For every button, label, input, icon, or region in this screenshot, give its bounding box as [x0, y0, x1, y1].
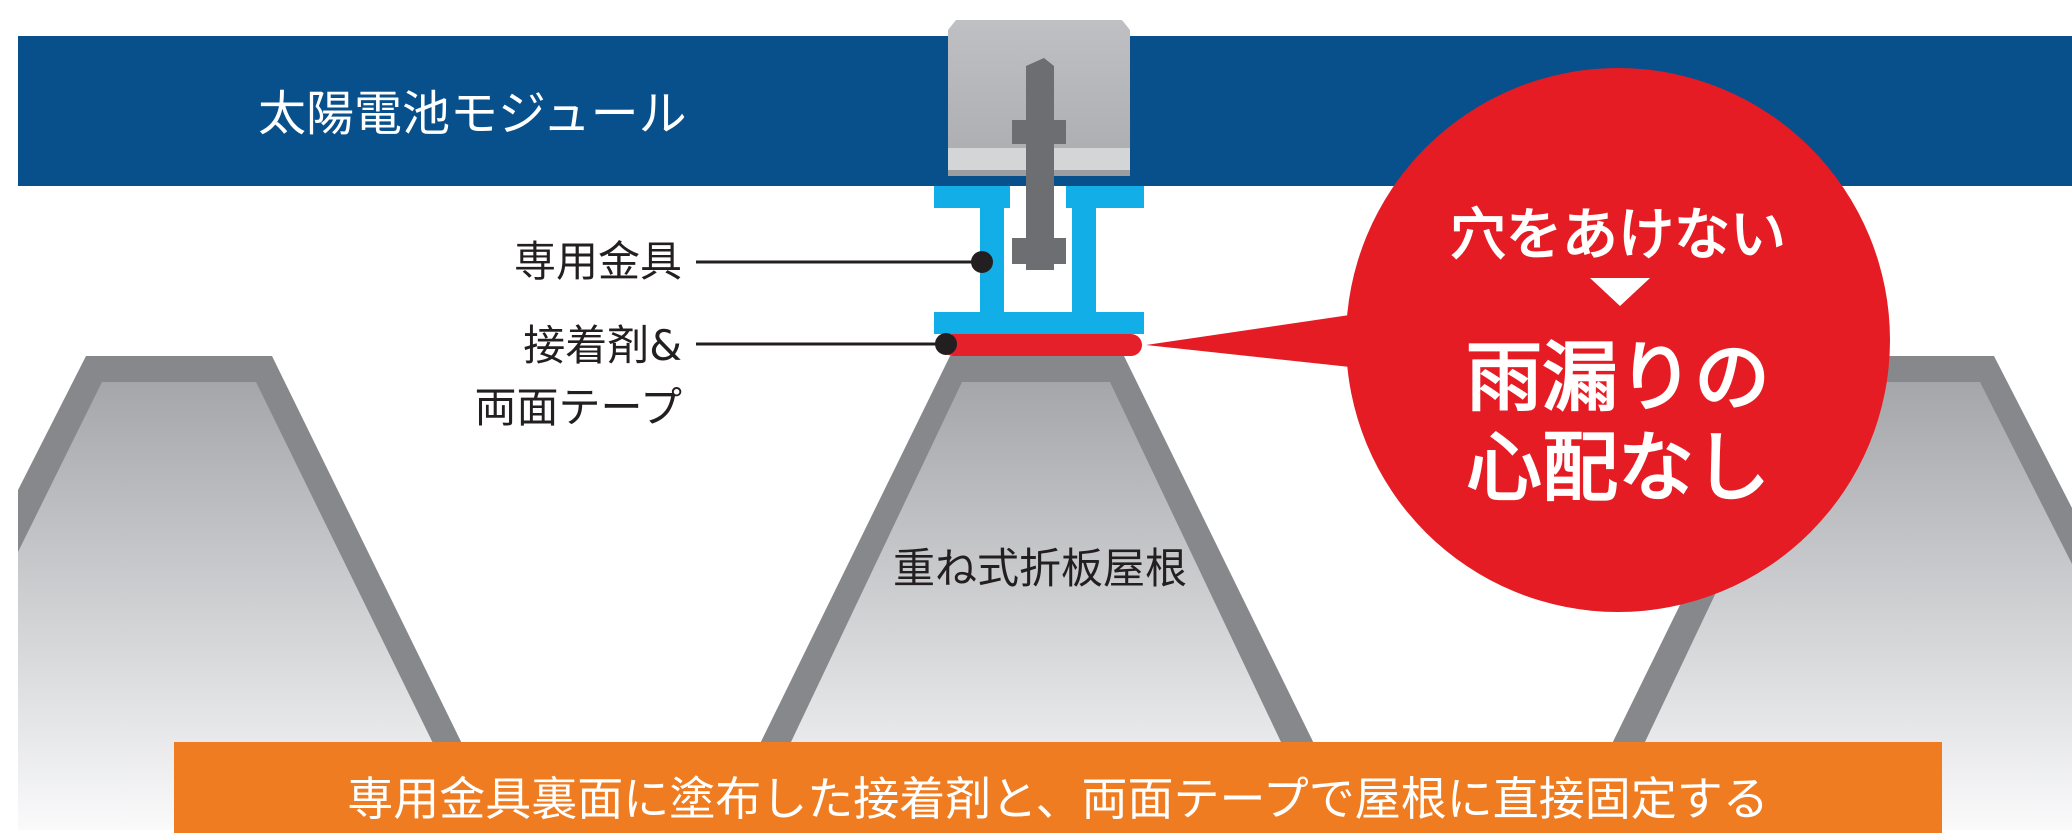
callout-line1: 穴をあけない: [1450, 203, 1786, 268]
adhesive-strip: [942, 334, 1142, 356]
bracket-base-plate: [934, 312, 1144, 334]
adhesive-label-line1: 接着剤&: [523, 321, 682, 370]
callout-line3: 心配なし: [1466, 423, 1770, 512]
bolt-nut-lower: [1012, 238, 1066, 264]
bottom-banner-text: 専用金具裏面に塗布した接着剤と、両面テープで屋根に直接固定する: [347, 772, 1768, 826]
roof-label: 重ね式折板屋根: [893, 544, 1187, 593]
module-clamp: [948, 20, 1130, 270]
roof-ridge-left-inner: [18, 382, 452, 830]
callout-down-arrow: [1590, 278, 1650, 306]
adhesive-label-line2: 両面テープ: [475, 383, 682, 432]
callout-circle: [1346, 68, 1890, 612]
bolt-shaft: [1026, 58, 1054, 270]
roof-ridge-right-inner: [1626, 382, 2072, 830]
mounting-bracket: [934, 186, 1144, 334]
callout-bubble: 穴をあけない 雨漏りの 心配なし: [1146, 68, 1890, 612]
roof-ridge-center-inner: [772, 382, 1300, 830]
adhesive-leader-dot: [935, 333, 957, 355]
bottom-banner: [174, 742, 1942, 833]
bracket-right-post: [1072, 186, 1096, 316]
callout-line2: 雨漏りの: [1466, 333, 1770, 422]
bracket-left-post: [980, 186, 1004, 316]
callout-pointer: [1146, 312, 1378, 370]
bolt-nut-upper: [1012, 120, 1066, 144]
bracket-leader-dot: [971, 251, 993, 273]
solar-module-label: 太陽電池モジュール: [258, 86, 687, 142]
bracket-label: 専用金具: [514, 237, 682, 286]
